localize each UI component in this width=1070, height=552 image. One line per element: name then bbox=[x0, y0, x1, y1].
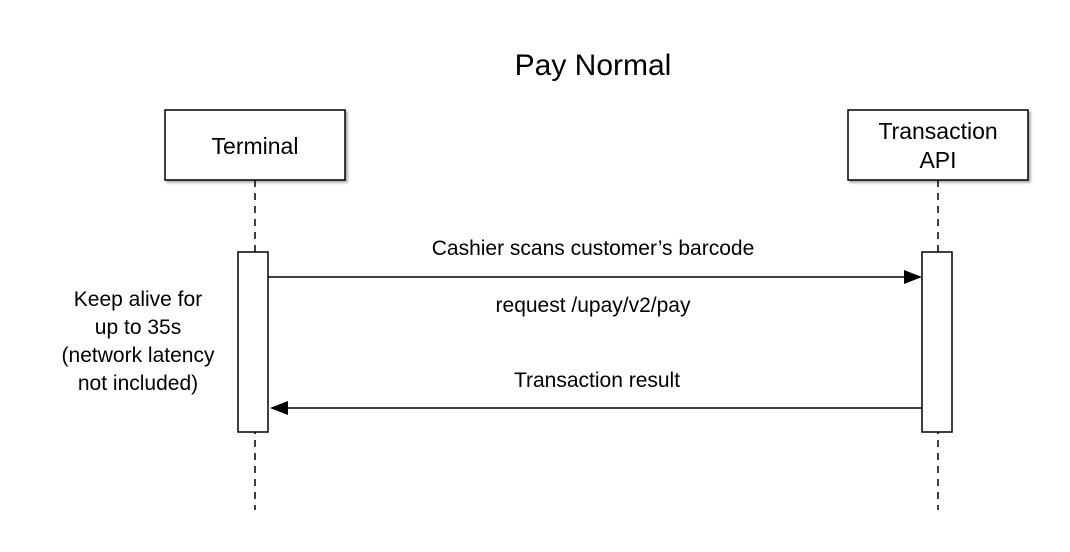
keep-alive-note-line1: Keep alive for bbox=[74, 288, 202, 311]
participant-transaction-api-label-line2: API bbox=[919, 147, 956, 173]
message-transaction-result-label: Transaction result bbox=[514, 369, 680, 392]
participant-terminal: Terminal bbox=[164, 109, 346, 181]
participant-terminal-label: Terminal bbox=[212, 133, 299, 159]
message-pay-request-sublabel: request /upay/v2/pay bbox=[496, 294, 691, 317]
arrowhead-right-icon bbox=[904, 270, 922, 284]
message-pay-request: Cashier scans customer’s barcode request… bbox=[268, 237, 922, 317]
message-transaction-result: Transaction result bbox=[270, 369, 922, 415]
activation-bar-transaction-api bbox=[921, 251, 953, 433]
message-pay-request-label: Cashier scans customer’s barcode bbox=[432, 237, 755, 260]
keep-alive-note-line4: not included) bbox=[78, 372, 198, 395]
activation-bar-terminal bbox=[237, 251, 269, 433]
participant-transaction-api-label-line1: Transaction bbox=[878, 118, 997, 144]
participant-transaction-api: Transaction API bbox=[847, 109, 1029, 181]
diagram-title: Pay Normal bbox=[515, 49, 672, 82]
keep-alive-note: Keep alive for up to 35s (network latenc… bbox=[62, 288, 215, 395]
keep-alive-note-line2: up to 35s bbox=[95, 316, 181, 339]
keep-alive-note-line3: (network latency bbox=[62, 344, 215, 367]
arrowhead-left-icon bbox=[270, 401, 288, 415]
